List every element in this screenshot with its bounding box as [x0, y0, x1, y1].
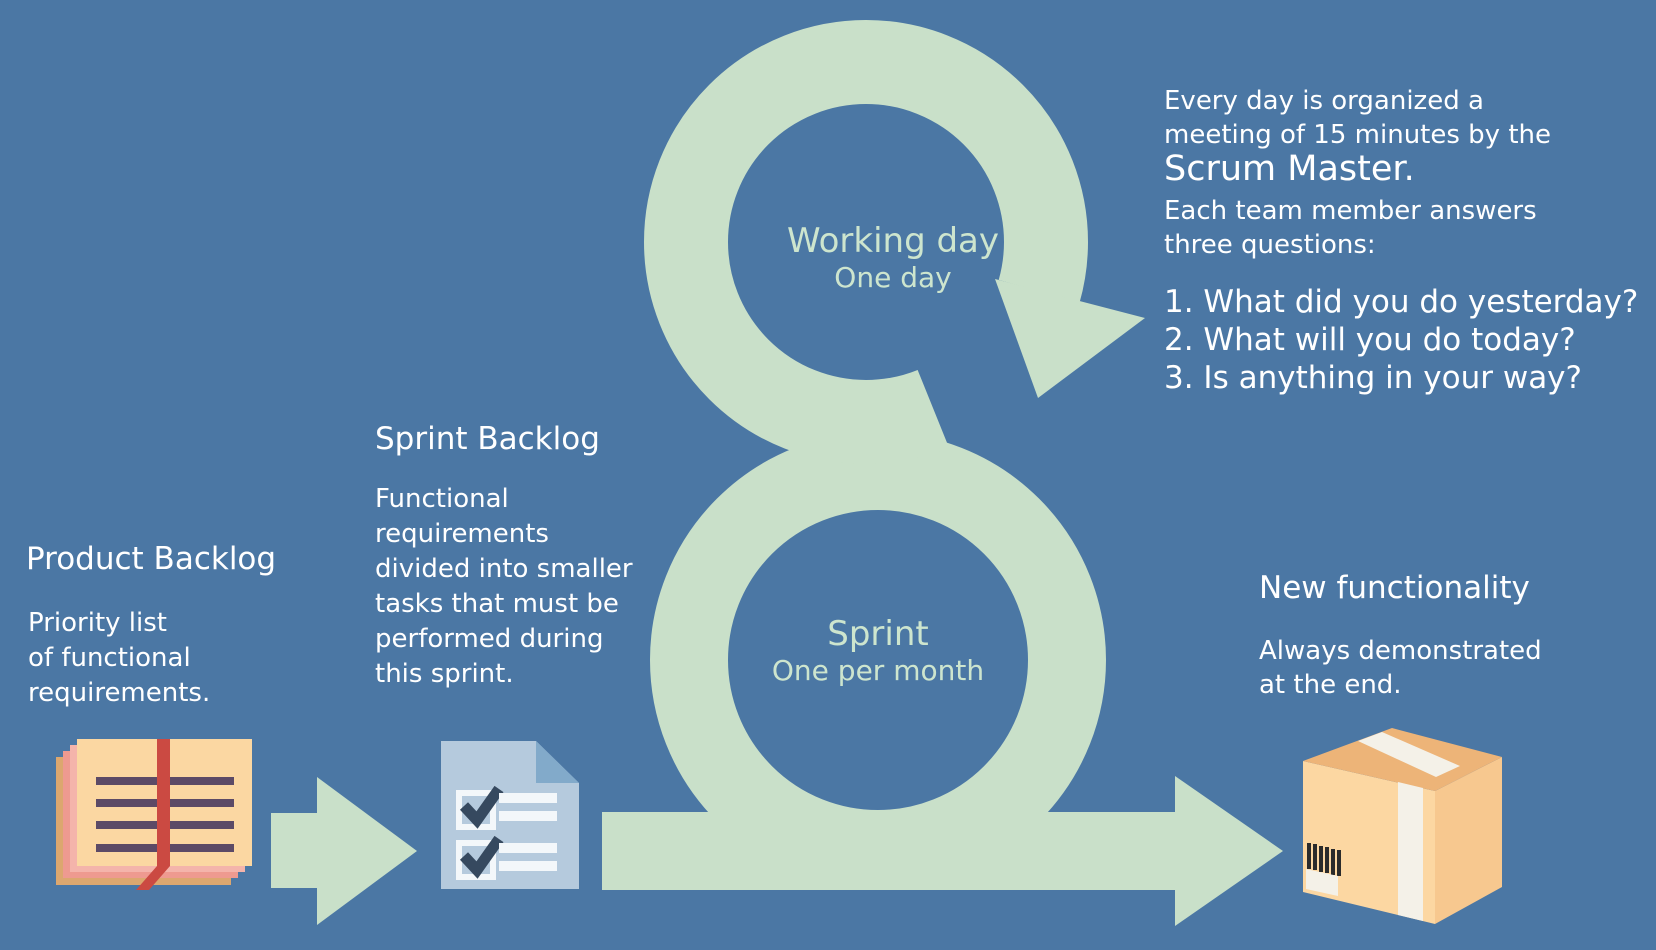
daily-question-2: 2. What will you do today? [1164, 322, 1576, 358]
doc-line [499, 811, 557, 821]
doc-folded-corner [536, 741, 579, 783]
box-side-face [1435, 757, 1502, 924]
barcode-bar [1319, 846, 1323, 872]
doc-line [499, 861, 557, 871]
daily-meeting-line: meeting of 15 minutes by the [1164, 120, 1551, 150]
product-backlog-title: Product Backlog [26, 541, 277, 577]
barcode-bar [1337, 850, 1341, 876]
daily-loop-arrowhead-icon [995, 279, 1145, 398]
flow-band [602, 812, 1175, 890]
working-day-subtitle: One day [834, 261, 952, 294]
barcode-bar [1307, 843, 1311, 869]
arrow-product-to-sprint-tail [271, 813, 317, 888]
box-label [1306, 869, 1338, 896]
stacked-notes-icon [56, 739, 252, 890]
note-ribbon-tail [136, 866, 170, 890]
sprint-backlog-desc-line: performed during [375, 624, 604, 654]
sprint-backlog-desc-line: requirements [375, 519, 549, 549]
product-backlog-desc-line: Priority list [28, 608, 167, 638]
new-functionality-desc-line: Always demonstrated [1259, 636, 1542, 666]
barcode-bar [1313, 844, 1317, 870]
sprint-backlog-desc-line: Functional [375, 484, 509, 514]
box-tape-top [1358, 732, 1460, 777]
package-box-icon [1303, 728, 1502, 924]
daily-meeting-line: three questions: [1164, 230, 1376, 260]
sprint-backlog-title: Sprint Backlog [375, 421, 600, 457]
daily-meeting-line: Each team member answers [1164, 196, 1537, 226]
doc-line [499, 793, 557, 803]
checkmark-1-icon [459, 785, 504, 829]
product-backlog-desc-line: of functional [28, 643, 191, 673]
daily-meeting-line: Every day is organized a [1164, 86, 1484, 116]
box-barcode [1307, 843, 1341, 876]
product-backlog-desc-line: requirements. [28, 678, 211, 708]
doc-line [499, 843, 557, 853]
note-ribbon [157, 739, 170, 866]
flow-arrowhead-right-icon [1175, 776, 1283, 926]
sprint-backlog-desc-line: this sprint. [375, 659, 514, 689]
arrow-product-to-sprint-head-icon [317, 777, 417, 925]
working-day-title: Working day [786, 221, 1000, 261]
working-day-loop-ring [644, 20, 1088, 464]
checkmark-2-icon [459, 835, 504, 879]
box-tape-front [1398, 782, 1423, 921]
sprint-backlog-desc-line: divided into smaller [375, 554, 633, 584]
sprint-backlog-desc-line: tasks that must be [375, 589, 619, 619]
scrum-master-line: Scrum Master. [1164, 149, 1415, 189]
barcode-bar [1325, 847, 1329, 873]
barcode-bar [1331, 849, 1335, 875]
checklist-document-icon [441, 741, 579, 889]
sprint-subtitle: One per month [771, 654, 985, 687]
daily-question-1: 1. What did you do yesterday? [1164, 284, 1639, 320]
new-functionality-desc-line: at the end. [1259, 670, 1402, 700]
sprint-title: Sprint [827, 614, 929, 654]
daily-question-3: 3. Is anything in your way? [1164, 360, 1582, 396]
new-functionality-title: New functionality [1259, 570, 1530, 606]
